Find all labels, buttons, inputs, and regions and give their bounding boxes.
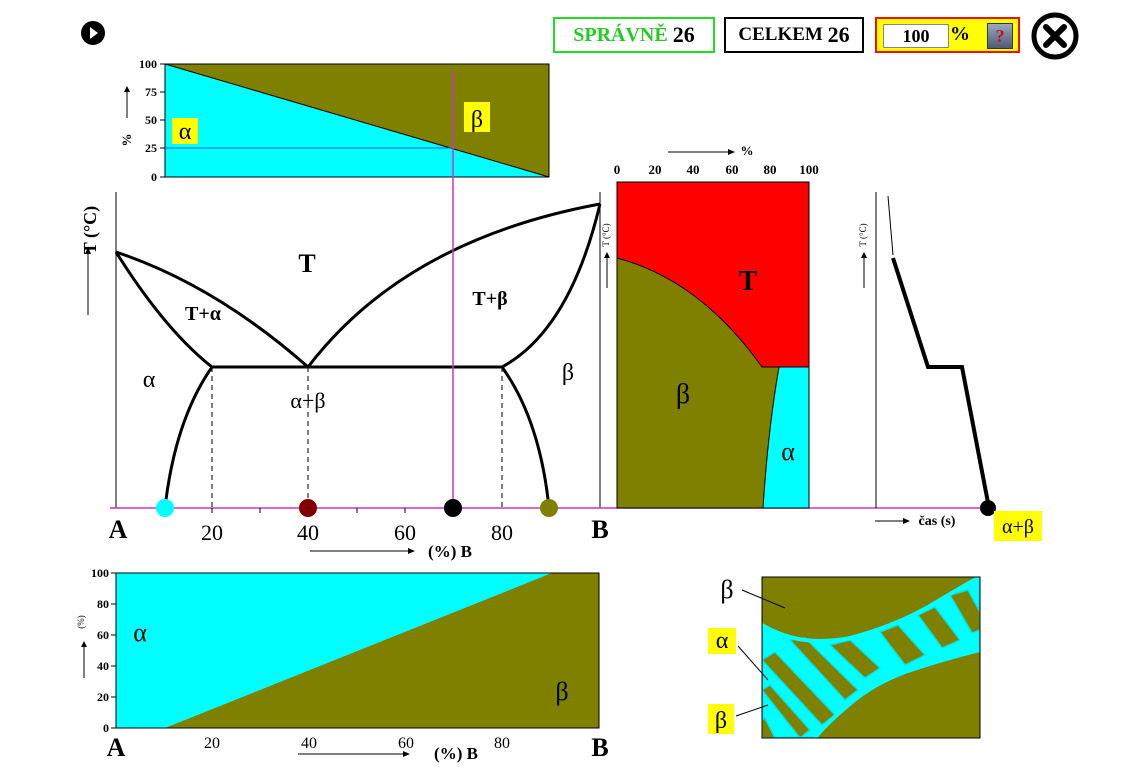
xtick-80: 80 [491, 520, 513, 545]
bottom-component-a: A [107, 733, 126, 762]
micro-alpha-label: α [716, 628, 729, 654]
bottom-component-b: B [591, 733, 608, 762]
xtick-60: 60 [394, 520, 416, 545]
structure-xtick-80: 80 [764, 162, 777, 177]
close-x-icon[interactable] [1031, 12, 1079, 60]
bottom-xtick-80: 80 [494, 735, 510, 752]
marker-10 [156, 499, 174, 517]
top-ytick-25: 25 [145, 141, 157, 155]
bottom-ytick-0: 0 [103, 721, 109, 735]
region-liquid-beta: T+β [472, 288, 507, 310]
solidus-right [501, 203, 602, 369]
top-ylabel: % [119, 134, 134, 147]
region-alpha-beta: α+β [290, 388, 325, 413]
structure-xtick-0: 0 [614, 162, 621, 177]
structure-xtick-20: 20 [649, 162, 662, 177]
bottom-ytick-60: 60 [97, 628, 109, 642]
structure-liquid-label: T [739, 266, 758, 297]
component-a: A [109, 515, 128, 544]
percent-score: 100 % ? [875, 17, 1020, 53]
structure-xtick-40: 40 [687, 162, 700, 177]
region-liquid-alpha: T+α [185, 303, 221, 325]
help-button[interactable]: ? [987, 23, 1013, 49]
bottom-ylabel: (%) [76, 615, 86, 629]
bottom-ytick-80: 80 [97, 597, 109, 611]
solvus-left [163, 366, 214, 509]
marker-40 [299, 499, 317, 517]
bottom-alpha-area [116, 573, 552, 728]
bottom-xtick-20: 20 [204, 735, 220, 752]
liquidus-right [306, 202, 601, 368]
structure-beta-label: β [676, 379, 690, 410]
structure-xtick-60: 60 [726, 162, 739, 177]
cooling-result-label: α+β [1002, 516, 1034, 538]
structure-alpha-label: α [781, 437, 795, 466]
structure-alpha-area [763, 367, 809, 508]
cooling-curve: T (°C) čas (s) α+β [858, 192, 1042, 541]
xtick-20: 20 [201, 520, 223, 545]
top-alpha-label: α [179, 119, 192, 145]
region-alpha: α [143, 367, 156, 393]
bottom-xlabel: (%) B [434, 744, 478, 763]
region-beta: β [562, 360, 574, 386]
percent-sign: % [950, 23, 970, 45]
bottom-ytick-20: 20 [97, 690, 109, 704]
total-value: 26 [827, 22, 850, 47]
cooling-xlabel: čas (s) [919, 514, 956, 529]
xtick-40: 40 [297, 520, 319, 545]
component-b: B [591, 515, 608, 544]
marker-90 [540, 499, 558, 517]
correct-value: 26 [672, 22, 695, 47]
percent-value: 100 [883, 24, 949, 48]
solvus-right [500, 366, 551, 509]
top-ytick-50: 50 [145, 113, 157, 127]
bottom-fraction-chart: 0 20 40 60 80 100 (%) α β A B 20 40 60 8… [76, 566, 609, 763]
bottom-ytick-40: 40 [97, 659, 109, 673]
total-label: CELKEM [738, 24, 823, 45]
bottom-xtick-40: 40 [301, 735, 317, 752]
top-ytick-0: 0 [151, 170, 157, 184]
next-arrow-icon[interactable] [80, 20, 106, 46]
structure-xlabel: % [741, 143, 754, 158]
cooling-end-marker [980, 500, 996, 516]
structure-xtick-100: 100 [799, 162, 819, 177]
cooling-line [891, 257, 991, 509]
top-fraction-chart: 0 25 50 75 100 % α β [119, 57, 550, 184]
question-icon: ? [995, 26, 1005, 46]
micro-beta-bottom-label: β [715, 708, 727, 734]
structure-ylabel: T (°C) [601, 223, 611, 246]
bottom-beta-label: β [555, 677, 568, 706]
marker-70 [444, 499, 462, 517]
phase-xlabel: (%) B [428, 542, 472, 561]
bottom-alpha-label: α [133, 618, 147, 647]
cooling-ylabel: T (°C) [858, 223, 868, 246]
bottom-ytick-100: 100 [91, 566, 109, 580]
phase-diagram: T T+α T+β α β α+β A B 20 40 60 80 (%) B … [80, 70, 990, 561]
top-ytick-100: 100 [139, 57, 157, 71]
micro-beta-top-label: β [720, 575, 733, 604]
structure-chart: 0 20 40 60 80 100 % T (°C) T β α [601, 143, 819, 509]
region-liquid: T [298, 249, 315, 278]
solidus-left [114, 251, 213, 369]
phase-ylabel: T (°C) [80, 206, 101, 254]
correct-label: SPRÁVNĚ [573, 23, 668, 46]
microstructure: β α β [708, 575, 981, 739]
correct-score: SPRÁVNĚ 26 [553, 17, 715, 53]
liquidus-left [115, 250, 309, 369]
top-ytick-75: 75 [145, 85, 157, 99]
bottom-xtick-60: 60 [398, 735, 414, 752]
structure-beta-area [617, 258, 809, 508]
total-score: CELKEM 26 [724, 17, 864, 53]
top-beta-label: β [471, 107, 483, 133]
